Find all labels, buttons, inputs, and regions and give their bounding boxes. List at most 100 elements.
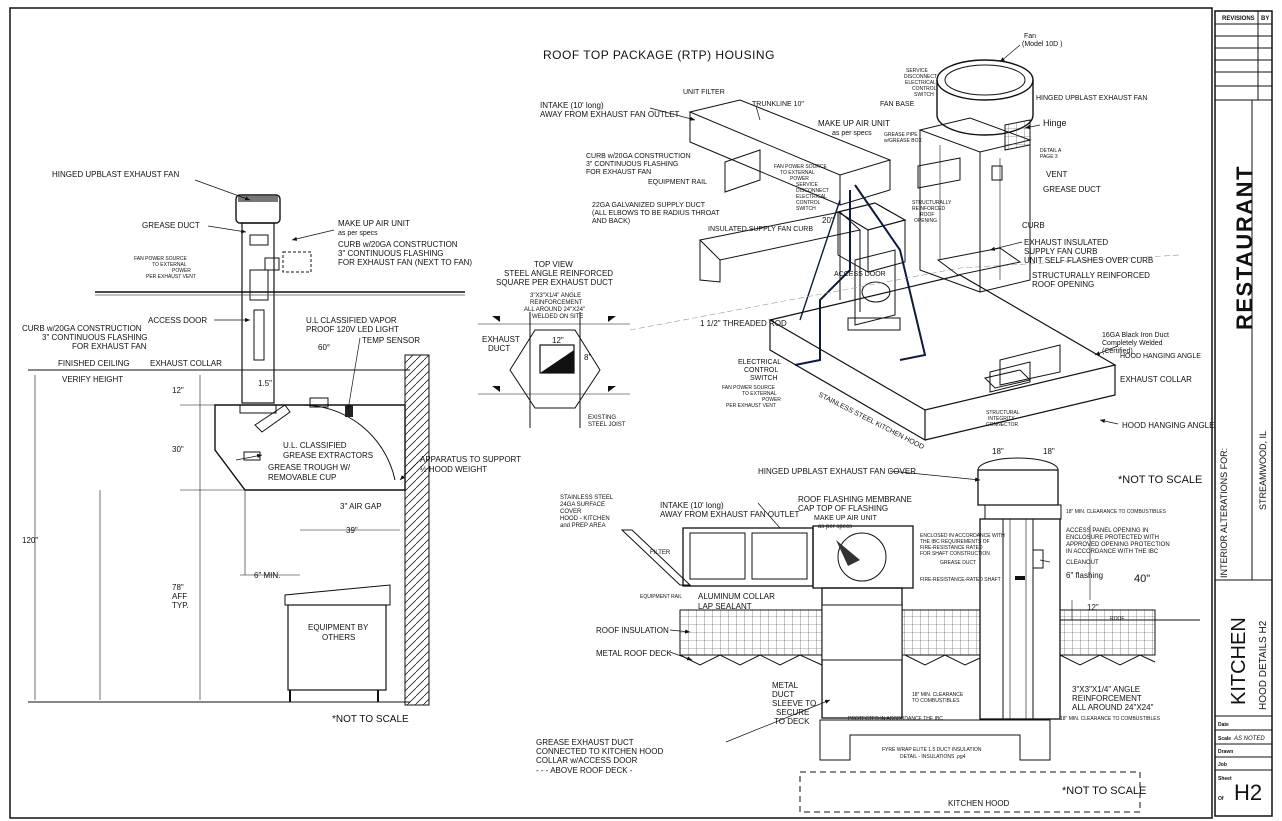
rtp-makeup-1: MAKE UP AIR UNIT bbox=[818, 119, 890, 128]
fan-model-2: (Model 10D ) bbox=[1022, 41, 1062, 48]
verify-height: VERIFY HEIGHT bbox=[62, 375, 123, 384]
dim-18-right: 18" bbox=[1043, 447, 1055, 456]
ss-cover-3: COVER bbox=[560, 509, 582, 515]
flashing-label: 6" flashing bbox=[1066, 571, 1103, 580]
dim-18-left: 18" bbox=[992, 447, 1004, 456]
rtp-sr-4: OPENING bbox=[914, 218, 937, 224]
bottom-labels: HINGED UPBLAST EXHAUST FAN COVER 18" 18"… bbox=[536, 447, 1202, 808]
of-label: Of bbox=[1218, 796, 1224, 802]
metal-duct-5: TO DECK bbox=[774, 717, 810, 726]
rtp-labels: ROOF TOP PACKAGE (RTP) HOUSING UNIT FILT… bbox=[540, 33, 1214, 451]
scale-label: Scale bbox=[1218, 736, 1231, 742]
roof-membrane-1: ROOF FLASHING MEMBRANE bbox=[798, 495, 912, 504]
finished-ceiling: FINISHED CEILING bbox=[58, 359, 130, 368]
curb-left-2: 3" CONTINUOUS FLASHING bbox=[42, 333, 148, 342]
structural-opening-1: STRUCTURALLY REINFORCED bbox=[1032, 271, 1150, 280]
rtp-sd-1: SERVICE bbox=[796, 182, 819, 188]
tv-existing-2: STEEL JOIST bbox=[588, 422, 626, 428]
rtp-title: ROOF TOP PACKAGE (RTP) HOUSING bbox=[543, 48, 775, 62]
rtp-curb-1: CURB w/20GA CONSTRUCTION bbox=[586, 153, 691, 160]
enclosed-4: FOR SHAFT CONSTRUCTION bbox=[920, 551, 990, 557]
rtp-supply-2: (ALL ELBOWS TO BE RADIUS THROAT bbox=[592, 210, 720, 217]
fan-cover-label: HINGED UPBLAST EXHAUST FAN COVER bbox=[758, 467, 916, 476]
service-5: SWITCH bbox=[914, 92, 934, 98]
tv-dim-12: 12" bbox=[552, 336, 564, 345]
fire-shaft: FIRE-RESISTANCE-RATED SHAFT bbox=[920, 577, 1001, 583]
rtp-curb-2: 3" CONTINUOUS FLASHING bbox=[586, 161, 678, 168]
struct-conn-2: INTEGRITY bbox=[988, 416, 1015, 422]
fan-model-1: Fan bbox=[1024, 33, 1036, 40]
project-name: RESTAURANT bbox=[1232, 165, 1257, 330]
bottom-section bbox=[620, 457, 1200, 813]
curb-left-3: FOR EXHAUST FAN bbox=[72, 342, 147, 351]
grease-duct-label: GREASE DUCT bbox=[142, 221, 200, 230]
filter-label: FILTER bbox=[650, 550, 671, 556]
rtp-sd-2: DISCONNECT bbox=[796, 188, 829, 194]
drawn-label: Drawn bbox=[1218, 749, 1233, 755]
dim-30: 30" bbox=[172, 445, 184, 454]
tv-title-3: SQUARE PER EXHAUST DUCT bbox=[496, 278, 613, 287]
tv-angle-2: REINFORCEMENT bbox=[530, 300, 583, 306]
equipment-1: EQUIPMENT BY bbox=[308, 623, 369, 632]
ss-cover-1: STAINLESS STEEL bbox=[560, 495, 614, 501]
sheet-number: H2 bbox=[1234, 780, 1262, 805]
iron-duct-2: Completely Welded bbox=[1102, 340, 1163, 347]
not-to-scale-bottom: *NOT TO SCALE bbox=[1062, 785, 1146, 797]
curb-right-3: FOR EXHAUST FAN (NEXT TO FAN) bbox=[338, 258, 472, 267]
fan-base: FAN BASE bbox=[880, 101, 915, 108]
struct-conn-1: STRUCTURAL bbox=[986, 410, 1020, 416]
apparatus-2: ½ HOOD WEIGHT bbox=[420, 465, 487, 474]
metal-duct-4: SECURE bbox=[776, 708, 809, 717]
grease-trough-1: GREASE TROUGH W/ bbox=[268, 463, 351, 472]
metal-duct-1: METAL bbox=[772, 681, 799, 690]
vapor-light-1: U.L CLASSIFIED VAPOR bbox=[306, 316, 397, 325]
protected-label: PROTECTED IN ACCORDANCE THE IBC bbox=[848, 716, 943, 722]
top-view-detail bbox=[478, 312, 630, 428]
rtp-fps-1: FAN POWER SOURCE bbox=[774, 164, 827, 170]
exhaust-collar-label: EXHAUST COLLAR bbox=[150, 359, 222, 368]
enclosed-1: ENCLOSED IN ACCORDANCE WITH bbox=[920, 533, 1005, 539]
rtp-supply-3: AND BACK) bbox=[592, 218, 630, 225]
rtp-equipment-rail: EQUIPMENT RAIL bbox=[648, 179, 707, 186]
roof-insulation: ROOF INSULATION bbox=[596, 626, 669, 635]
cleanout-label: CLEANOUT bbox=[1066, 560, 1099, 566]
rtp-exhaust-collar: EXHAUST COLLAR bbox=[1120, 375, 1192, 384]
bottom-intake-2: AWAY FROM EXHAUST FAN OUTLET bbox=[660, 510, 800, 519]
dim-6min: 6" MIN. bbox=[254, 571, 280, 580]
job-label: Job bbox=[1218, 762, 1227, 768]
rtp-curb-3: FOR EXHAUST FAN bbox=[586, 169, 651, 176]
grease-exhaust-2: CONNECTED TO KITCHEN HOOD bbox=[536, 747, 663, 756]
rtp-isometric bbox=[629, 44, 1181, 442]
clearance-mid-2: TO COMBUSTIBLES bbox=[912, 698, 960, 704]
service-3: ELECTRICAL bbox=[905, 80, 936, 86]
tv-angle-4: WELDED ON SITE bbox=[532, 314, 583, 320]
by-label: BY bbox=[1261, 16, 1269, 22]
roof-membrane-4: as per specs bbox=[818, 524, 852, 530]
rtp-hinged-fan: HINGED UPBLAST EXHAUST FAN bbox=[1036, 95, 1147, 102]
rtp-curb: CURB bbox=[1022, 221, 1045, 230]
rtp-access-door: ACCESS DOOR bbox=[834, 271, 886, 278]
sheet-border bbox=[9, 7, 1213, 819]
rtp-grease-duct: GREASE DUCT bbox=[1043, 185, 1101, 194]
dim-60: 60° bbox=[318, 343, 330, 352]
threaded-rod: 1 1/2" THREADED ROD bbox=[700, 319, 787, 328]
grease-pipe-1: GREASE PIPE bbox=[884, 132, 918, 138]
fan-power-4: PER EXHAUST VENT bbox=[146, 274, 196, 280]
sheet-title: KITCHEN bbox=[1228, 617, 1250, 705]
vent-label: VENT bbox=[1046, 170, 1067, 179]
grease-exhaust-1: GREASE EXHAUST DUCT bbox=[536, 738, 634, 747]
fan-power-3: POWER bbox=[172, 268, 191, 274]
equipment-2: OTHERS bbox=[322, 633, 355, 642]
service-2: DISCONNECT bbox=[904, 74, 937, 80]
enclosed-3: FIRE-RESISTANCE RATED bbox=[920, 545, 983, 551]
roof-membrane-2: CAP TOP OF FLASHING bbox=[798, 504, 888, 513]
temp-sensor-label: TEMP SENSOR bbox=[362, 336, 420, 345]
rtp-sr-3: ROOF bbox=[920, 212, 934, 218]
rtp-makeup-2: as per specs bbox=[832, 130, 872, 137]
bottom-angle-3: ALL AROUND 24"X24" bbox=[1072, 703, 1154, 712]
dim-120: 120" bbox=[22, 536, 38, 545]
detail-1: DETAIL A bbox=[1040, 148, 1062, 154]
tv-existing-1: EXISTING bbox=[588, 415, 616, 421]
curb-right-2: 3" CONTINUOUS FLASHING bbox=[338, 249, 444, 258]
rtp-fps-2: TO EXTERNAL bbox=[780, 170, 815, 176]
